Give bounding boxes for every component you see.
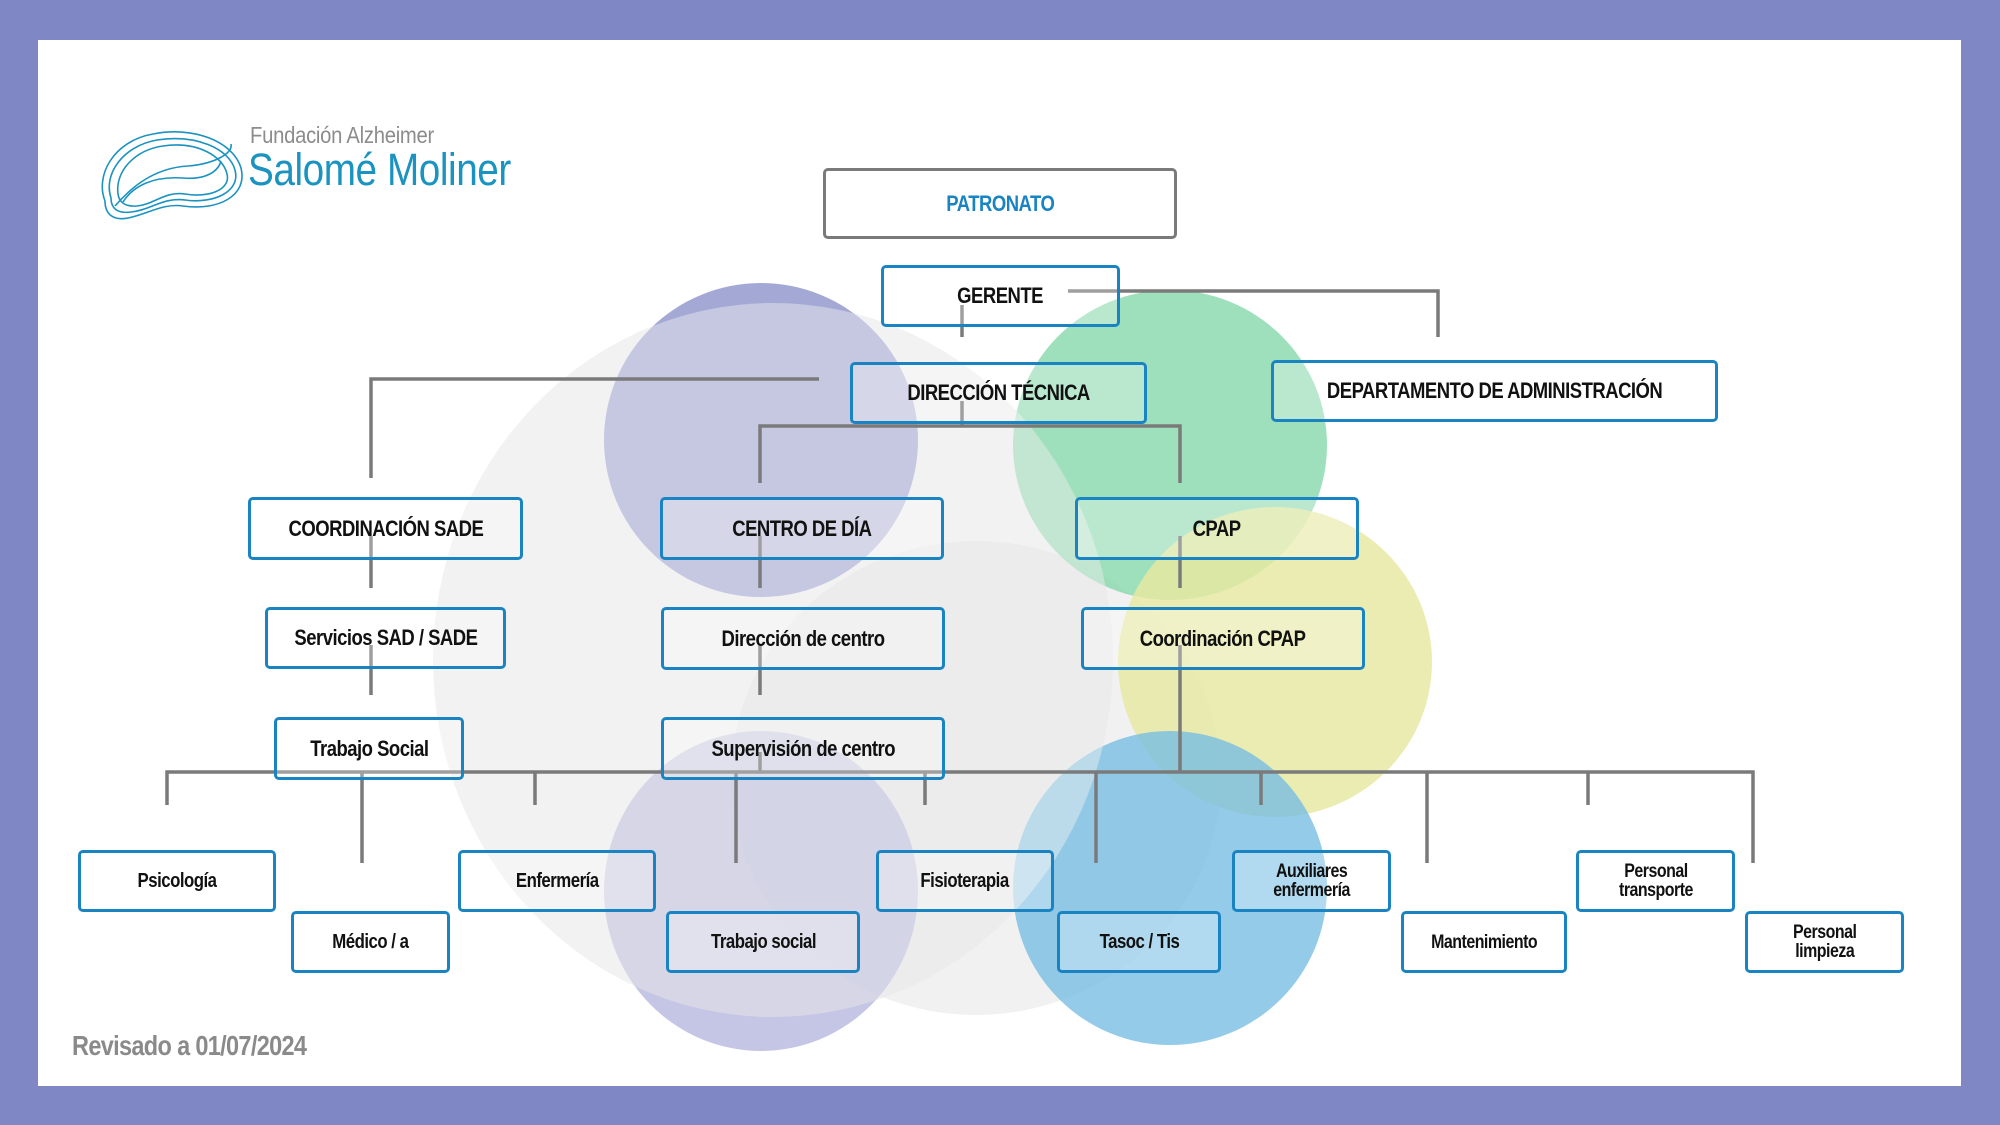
box-departamento-administracion: DEPARTAMENTO DE ADMINISTRACIÓN	[1271, 360, 1718, 422]
box-fisioterapia: Fisioterapia	[876, 850, 1054, 912]
box-tasoc-tis: Tasoc / Tis	[1057, 911, 1221, 973]
brain-logo-icon	[101, 131, 243, 220]
box-servicios-sad-sade-label: Servicios SAD / SADE	[293, 625, 478, 650]
box-enfermeria: Enfermería	[458, 850, 656, 912]
box-cpap: CPAP	[1075, 497, 1359, 560]
box-servicios-sad-sade: Servicios SAD / SADE	[265, 607, 506, 669]
box-gerente: GERENTE	[881, 265, 1120, 327]
box-coordinacion-sade: COORDINACIÓN SADE	[248, 497, 523, 560]
org-chart-slide: Fundación Alzheimer Salomé Moliner PATRO…	[38, 40, 1961, 1086]
box-personal-transporte-label: Personal transporte	[1618, 861, 1693, 901]
box-mantenimiento-label: Mantenimiento	[1430, 931, 1538, 953]
revision-date-label: Revisado a 01/07/2024	[72, 1030, 307, 1061]
box-patronato: PATRONATO	[823, 168, 1177, 239]
box-trabajo-social: Trabajo social	[666, 911, 860, 973]
box-supervision-de-centro: Supervisión de centro	[661, 717, 945, 780]
box-medico-label: Médico / a	[332, 931, 409, 953]
logo-foundation-text: Fundación Alzheimer	[250, 122, 435, 148]
box-direccion-de-centro-label: Dirección de centro	[721, 625, 885, 651]
box-coordinacion-cpap-label: Coordinación CPAP	[1140, 625, 1306, 651]
box-enfermeria-label: Enfermería	[515, 870, 599, 892]
box-mantenimiento: Mantenimiento	[1401, 911, 1567, 973]
box-direccion-tecnica: DIRECCIÓN TÉCNICA	[850, 362, 1147, 424]
box-trabajo-social-sade-label: Trabajo Social	[309, 735, 429, 761]
bg-circle-blue	[1013, 731, 1327, 1045]
box-psicologia-label: Psicología	[137, 870, 217, 892]
box-personal-transporte: Personal transporte	[1576, 850, 1735, 912]
box-tasoc-tis-label: Tasoc / Tis	[1099, 931, 1179, 953]
box-centro-de-dia: CENTRO DE DÍA	[660, 497, 944, 560]
box-auxiliares-enfermeria: Auxiliares enfermería	[1232, 850, 1391, 912]
box-gerente-label: GERENTE	[957, 283, 1044, 308]
box-direccion-tecnica-label: DIRECCIÓN TÉCNICA	[907, 380, 1090, 405]
box-auxiliares-enfermeria-label: Auxiliares enfermería	[1273, 861, 1350, 901]
box-direccion-de-centro: Dirección de centro	[661, 607, 945, 670]
box-coordinacion-cpap: Coordinación CPAP	[1081, 607, 1365, 670]
box-cpap-label: CPAP	[1193, 515, 1241, 541]
box-departamento-administracion-label: DEPARTAMENTO DE ADMINISTRACIÓN	[1326, 378, 1663, 403]
logo-name-text: Salomé Moliner	[248, 144, 511, 195]
box-patronato-label: PATRONATO	[945, 190, 1055, 216]
box-trabajo-social-label: Trabajo social	[710, 931, 817, 953]
bg-circle-large-grey	[433, 303, 1113, 1017]
box-fisioterapia-label: Fisioterapia	[920, 870, 1010, 892]
decorative-circles	[433, 283, 1432, 1051]
box-medico: Médico / a	[291, 911, 450, 973]
connector-lines	[165, 289, 1755, 863]
box-psicologia: Psicología	[78, 850, 276, 912]
box-personal-limpieza-label: Personal limpieza	[1792, 922, 1857, 962]
box-centro-de-dia-label: CENTRO DE DÍA	[732, 515, 872, 541]
bg-circle-overlay	[433, 303, 1113, 1017]
box-supervision-de-centro-label: Supervisión de centro	[711, 735, 895, 761]
box-coordinacion-sade-label: COORDINACIÓN SADE	[288, 515, 483, 541]
box-personal-limpieza: Personal limpieza	[1745, 911, 1904, 973]
box-trabajo-social-sade: Trabajo Social	[274, 717, 464, 780]
